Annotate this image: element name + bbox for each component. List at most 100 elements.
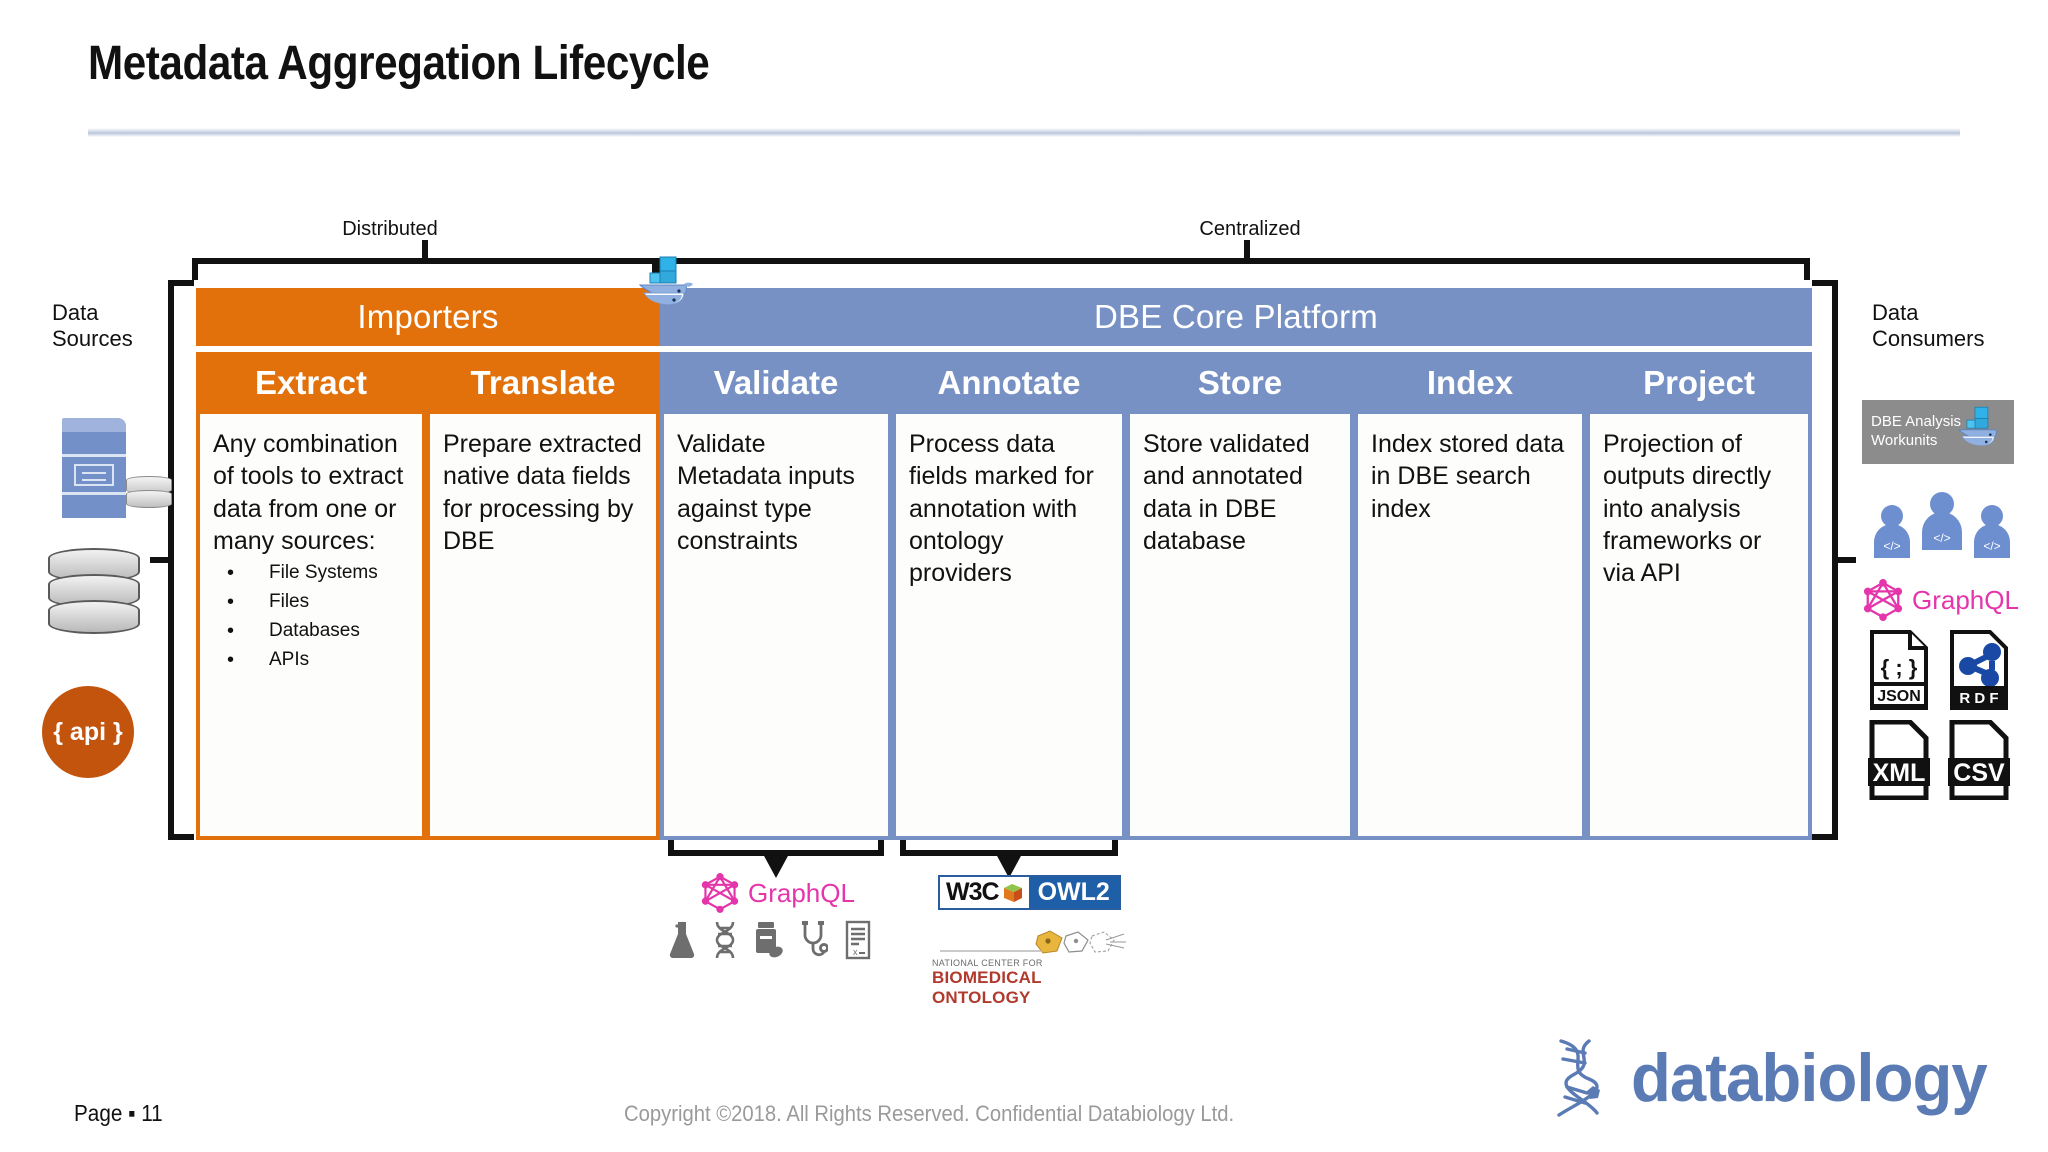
dna-helix-icon <box>1557 1039 1616 1117</box>
stage-extract-bullets: File Systems Files Databases APIs <box>213 558 409 675</box>
stage-project-text: Projection of outputs directly into anal… <box>1603 430 1772 587</box>
span-label-centralized: Centralized <box>1199 218 1301 240</box>
bracket-centralized <box>658 258 1810 280</box>
copyright-text: Copyright ©2018. All Rights Reserved. Co… <box>624 1101 1235 1126</box>
list-item: Files <box>213 587 409 617</box>
svg-text:{ ; }: { ; } <box>1881 655 1918 680</box>
list-item: APIs <box>213 645 409 675</box>
stage-index[interactable]: Index Index stored data in DBE search in… <box>1354 352 1586 840</box>
bracket-tick-centralized <box>1244 240 1250 262</box>
stage-extract-body: Any combination of tools to extract data… <box>196 414 426 840</box>
dbe-analysis-workunits-chip: DBE Analysis Workunits <box>1862 400 2014 464</box>
callout-bracket-validate <box>668 840 884 856</box>
rdf-label: R D F <box>1959 690 1998 707</box>
span-label-distributed: Distributed <box>342 218 438 240</box>
stage-validate-body: Validate Metadata inputs against type co… <box>660 414 892 840</box>
flask-icon <box>669 921 695 959</box>
stage-project-title: Project <box>1643 364 1755 401</box>
bracket-right-outputs <box>1812 280 1856 840</box>
banner-importers: Importers <box>196 288 660 346</box>
stage-project-body: Projection of outputs directly into anal… <box>1586 414 1812 840</box>
stage-validate[interactable]: Validate Validate Metadata inputs agains… <box>660 352 892 840</box>
owl2-label: OWL2 <box>1028 877 1119 908</box>
page-number: 11 <box>141 1100 163 1126</box>
graphql-label-right: GraphQL <box>1912 584 2019 615</box>
stage-translate-body: Prepare extracted native data fields for… <box>426 414 660 840</box>
list-item: File Systems <box>213 558 409 588</box>
stage-annotate-header: Annotate <box>892 352 1126 414</box>
stage-extract-title: Extract <box>255 364 367 401</box>
page-label: Page <box>74 1100 123 1126</box>
xml-label: XML <box>1873 759 1926 787</box>
report-icon: x <box>845 920 871 960</box>
stage-project[interactable]: Project Projection of outputs directly i… <box>1586 352 1812 840</box>
data-consumers-title: Data Consumers <box>1872 300 1984 352</box>
stage-translate[interactable]: Translate Prepare extracted native data … <box>426 352 660 840</box>
page-number-footer: Page ▪ 11 <box>74 1100 163 1127</box>
stage-extract-header: Extract <box>196 352 426 414</box>
graphql-icon <box>701 873 739 913</box>
stage-project-header: Project <box>1586 352 1812 414</box>
svg-text:</>: </> <box>1883 539 1900 553</box>
w3c-text: W3C <box>946 878 1000 906</box>
brand-name: databiology <box>1631 1040 1988 1116</box>
stage-annotate-text: Process data fields marked for annotatio… <box>909 430 1094 587</box>
data-sources-title: Data Sources <box>52 300 133 352</box>
stage-validate-header: Validate <box>660 352 892 414</box>
stage-translate-title: Translate <box>470 364 616 401</box>
api-label: { api } <box>53 717 123 746</box>
graphql-label-validate: GraphQL <box>748 877 855 908</box>
owl-cube-icon <box>1003 883 1022 902</box>
w3c-owl2-badge: W3C OWL2 <box>938 875 1121 910</box>
stage-extract-text: Any combination of tools to extract data… <box>213 430 404 555</box>
stage-annotate-body: Process data fields marked for annotatio… <box>892 414 1126 840</box>
science-icons-row: x <box>668 920 872 960</box>
data-consumers-title-line1: Data <box>1872 300 1919 325</box>
stage-validate-title: Validate <box>713 364 839 401</box>
stethoscope-icon <box>802 921 828 957</box>
stage-translate-header: Translate <box>426 352 660 414</box>
workunits-line1: DBE Analysis <box>1871 413 1962 431</box>
stage-validate-text: Validate Metadata inputs against type co… <box>677 430 855 555</box>
page-title: Metadata Aggregation Lifecycle <box>88 37 710 90</box>
title-divider <box>88 128 1960 137</box>
csv-file-icon: CSV <box>1948 719 2010 801</box>
w3c-label: W3C <box>940 877 1029 908</box>
json-file-icon: { ; } JSON <box>1868 630 1930 710</box>
rdf-file-icon: R D F <box>1948 630 2010 710</box>
data-sources-title-line2: Sources <box>52 325 133 351</box>
data-sources-title-line1: Data <box>52 300 99 325</box>
database-icon <box>48 548 140 652</box>
server-icon <box>62 418 172 518</box>
svg-text:</>: </> <box>1983 539 2000 553</box>
bioportal-cells-icon <box>940 930 1126 954</box>
pill-bottle-icon <box>756 922 783 958</box>
stage-store[interactable]: Store Store validated and annotated data… <box>1126 352 1354 840</box>
docker-whale-icon-small <box>1953 404 2005 460</box>
stage-store-text: Store validated and annotated data in DB… <box>1143 430 1310 555</box>
bracket-left-inputs <box>150 280 194 840</box>
json-label: JSON <box>1877 688 1921 705</box>
svg-text:</>: </> <box>1933 531 1950 545</box>
data-consumers-title-line2: Consumers <box>1872 325 1985 351</box>
bracket-tick-distributed <box>422 240 428 262</box>
stage-annotate[interactable]: Annotate Process data fields marked for … <box>892 352 1126 840</box>
xml-file-icon: XML <box>1868 719 1930 801</box>
stage-store-header: Store <box>1126 352 1354 414</box>
graphql-logo-validate: GraphQL <box>700 872 855 914</box>
graphql-logo-right: GraphQL <box>1862 578 2019 622</box>
callout-bracket-annotate <box>900 840 1118 856</box>
banner-importers-label: Importers <box>357 298 499 335</box>
workunits-line2: Workunits <box>1871 432 1938 449</box>
stage-store-title: Store <box>1197 364 1283 401</box>
csv-label: CSV <box>1953 759 2005 787</box>
stage-extract[interactable]: Extract Any combination of tools to extr… <box>196 352 426 840</box>
dna-icon <box>715 921 735 959</box>
stage-index-body: Index stored data in DBE search index <box>1354 414 1586 840</box>
bracket-left-nub <box>150 557 172 563</box>
graphql-icon <box>1863 579 1903 621</box>
banner-core-platform-label: DBE Core Platform <box>1094 298 1378 335</box>
bioportal-logo: NATIONAL CENTER FOR BIOMEDICAL ONTOLOGY <box>930 930 1130 1008</box>
stage-translate-text: Prepare extracted native data fields for… <box>443 430 642 555</box>
